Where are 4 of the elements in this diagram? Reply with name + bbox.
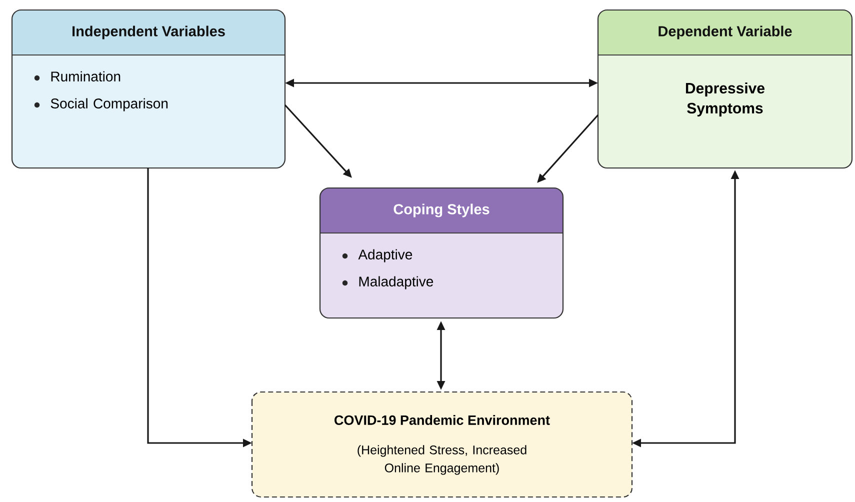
variable-box: Dependent Variable Depressive Symptoms — [597, 9, 853, 169]
coping-box: Coping Styles Adaptive Maladaptive — [319, 187, 564, 319]
variables-box: Independent Variables Rumination Social Comparison — [11, 9, 286, 169]
environment-box: COVID-19 Pandemic Environment (Heightened Stress, Increased Online Engagement) — [251, 391, 633, 498]
